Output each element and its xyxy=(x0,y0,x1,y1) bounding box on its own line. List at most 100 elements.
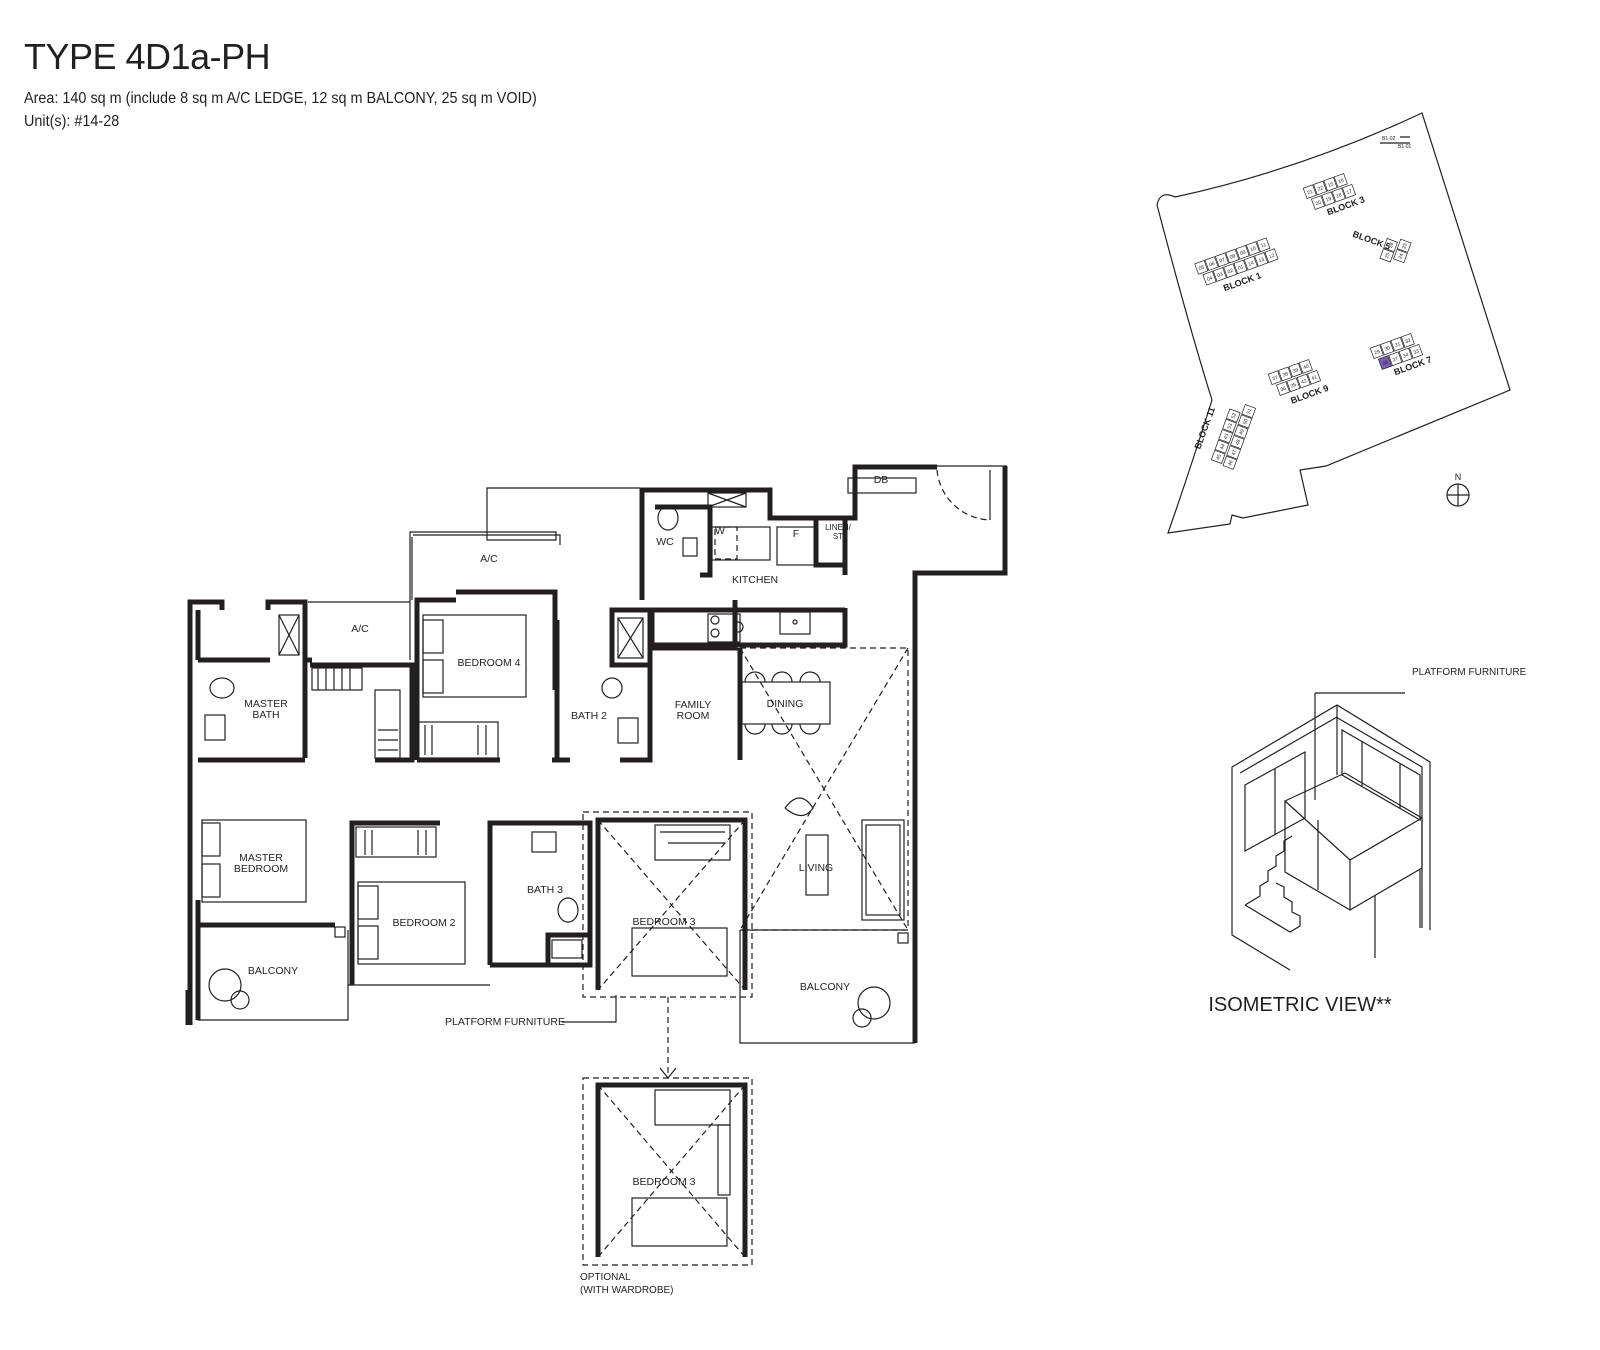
site-unit xyxy=(1393,249,1408,264)
site-unit-number: 40 xyxy=(1303,364,1310,372)
site-unit-number: 48 xyxy=(1235,439,1243,446)
column-marker xyxy=(897,932,909,944)
site-unit xyxy=(1237,414,1253,429)
site-unit-number: 15 xyxy=(1327,181,1334,189)
dining-set xyxy=(208,671,891,1028)
site-unit xyxy=(1390,336,1405,352)
isometric-view xyxy=(1231,692,1431,971)
isometric-callout: PLATFORM FURNITURE xyxy=(1412,667,1527,678)
site-unit xyxy=(1225,408,1241,423)
site-unit-number: 53 xyxy=(1227,422,1235,429)
label-linen: LINEN/ xyxy=(825,523,852,532)
iso-platform-front xyxy=(1284,801,1351,912)
site-unit xyxy=(1202,270,1217,286)
site-unit-number: 28 xyxy=(1382,360,1389,368)
site-unit-number: 42 xyxy=(1300,378,1307,386)
site-unit xyxy=(1230,435,1245,450)
site-unit-number: 23 xyxy=(1401,242,1409,249)
wall-master-bedroom-bottom xyxy=(195,900,335,1020)
wall-bedroom2 xyxy=(349,820,440,985)
site-boundary xyxy=(1156,112,1511,534)
site-unit-number: 19 xyxy=(1325,196,1332,204)
site-unit-number: 27 xyxy=(1392,356,1399,364)
site-unit xyxy=(1241,404,1257,419)
site-unit xyxy=(1222,455,1238,470)
site-unit-number: 10 xyxy=(1250,246,1257,254)
site-unit-number: 49 xyxy=(1238,428,1246,435)
site-unit xyxy=(1408,343,1424,359)
label-master-bath-2: BATH xyxy=(252,709,279,721)
optional-layout: BEDROOM 3 OPTIONAL (WITH WARDROBE) xyxy=(580,1077,753,1296)
site-unit xyxy=(1388,351,1403,367)
label-bath3: BATH 3 xyxy=(527,884,563,896)
site-unit-number: 08 xyxy=(1229,253,1236,261)
iso-walls xyxy=(1231,704,1431,971)
site-unit-number: 21 xyxy=(1307,189,1314,197)
iso-callout-leader xyxy=(1314,692,1405,800)
site-unit-number: 09 xyxy=(1239,249,1246,257)
label-dining: DINING xyxy=(767,698,804,710)
site-unit xyxy=(1313,180,1328,196)
site-unit-number: 51 xyxy=(1246,408,1254,415)
label-bedroom2: BEDROOM 2 xyxy=(392,917,455,929)
shower-trays xyxy=(278,492,747,959)
sanitary-fixtures xyxy=(204,505,698,923)
site-unit xyxy=(1310,195,1326,210)
site-unit-number: 47 xyxy=(1231,449,1239,456)
site-unit xyxy=(1245,241,1261,256)
label-master-bath: MASTER xyxy=(244,698,288,710)
site-unit-number: 05 xyxy=(1198,264,1205,272)
site-unit-number: 33 xyxy=(1413,348,1420,356)
site-unit-number: 43 xyxy=(1223,433,1231,440)
site-unit xyxy=(1298,359,1313,374)
label-family-room: FAMILY xyxy=(675,699,712,711)
site-unit xyxy=(1333,173,1348,188)
isometric-caption: ISOMETRIC VIEW** xyxy=(1208,994,1392,1016)
site-block-label: BLOCK 5 xyxy=(1351,229,1392,252)
site-unit xyxy=(1288,362,1303,378)
gate-label: B1-01 xyxy=(1398,144,1412,150)
label-living: LIVING xyxy=(799,862,833,874)
site-unit-number: 37 xyxy=(1272,375,1279,383)
site-unit-number: 07 xyxy=(1219,257,1226,265)
site-unit xyxy=(1218,429,1234,444)
site-unit xyxy=(1275,381,1291,396)
site-unit-number: 11 xyxy=(1260,242,1267,249)
north-label: N xyxy=(1455,472,1462,482)
site-unit-number: 13 xyxy=(1258,256,1265,264)
site-unit-number: 30 xyxy=(1384,345,1391,353)
unit-type-title: TYPE 4D1a-PH xyxy=(24,36,271,77)
site-unit-number: 22 xyxy=(1317,185,1324,193)
site-unit xyxy=(1214,439,1230,454)
label-ac-lower: A/C xyxy=(351,623,369,635)
iso-platform-top xyxy=(1283,772,1424,861)
label-bedroom4: BEDROOM 4 xyxy=(457,657,520,669)
site-unit xyxy=(1341,183,1357,199)
wall-master-bath xyxy=(187,599,312,1025)
site-unit xyxy=(1380,340,1395,356)
iso-stairs xyxy=(1244,835,1301,933)
site-unit-number: 36 xyxy=(1280,386,1287,394)
site-unit xyxy=(1331,187,1346,203)
iso-legs xyxy=(1349,820,1423,958)
site-unit-number: 25 xyxy=(1384,252,1392,259)
site-unit xyxy=(1379,248,1395,263)
iso-left-cabinets xyxy=(1244,750,1306,853)
site-unit-number: 17 xyxy=(1346,188,1353,196)
floor-plan: A/C A/C WC W F LINEN/ ST DB KITCHEN BEDR… xyxy=(185,464,1008,1296)
wall-wardrobe-passage xyxy=(310,662,415,763)
label-linen-store: ST xyxy=(833,532,843,541)
site-unit-number: 44 xyxy=(1219,443,1227,450)
site-unit-number: 45 xyxy=(1215,453,1223,460)
site-unit-number: 04 xyxy=(1206,275,1213,283)
site-unit-number: 46 xyxy=(1227,459,1235,466)
entrance-door-swing xyxy=(936,469,991,521)
wall-bath3-shower xyxy=(545,932,593,968)
site-unit-number: 41 xyxy=(1311,374,1318,382)
wall-master-bath-inner xyxy=(195,610,305,763)
